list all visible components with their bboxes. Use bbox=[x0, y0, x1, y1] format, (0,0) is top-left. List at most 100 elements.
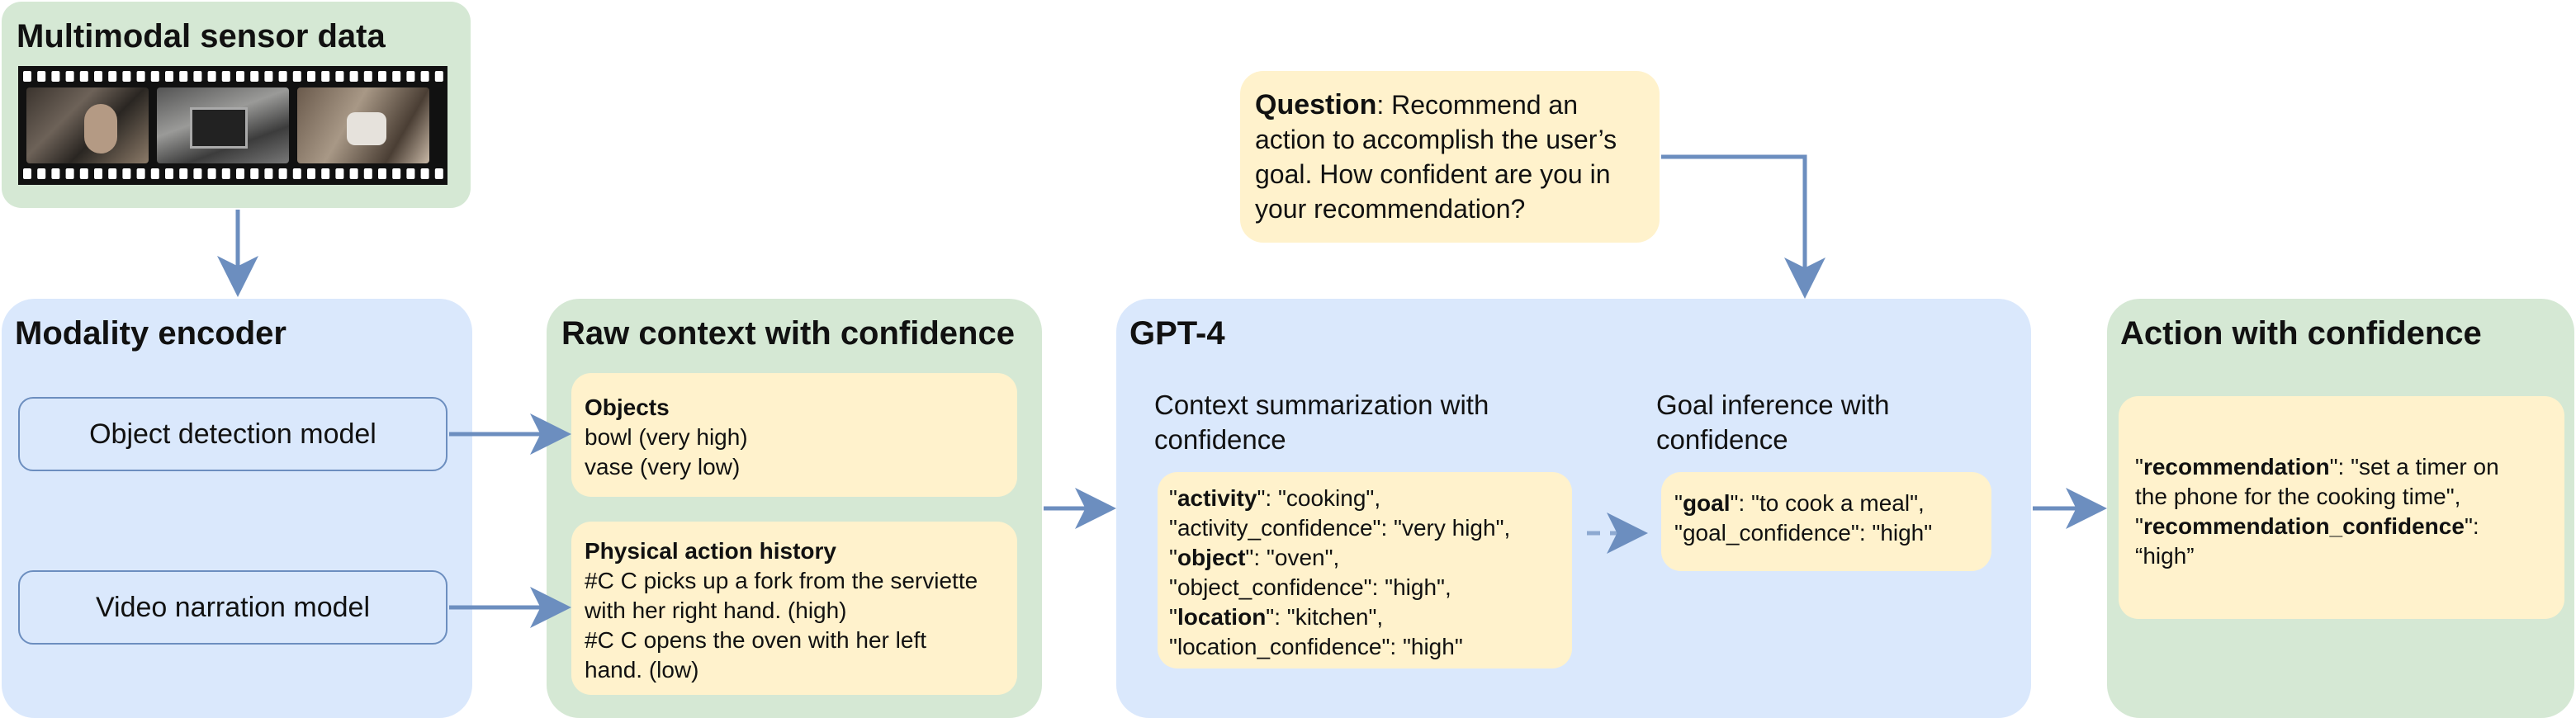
ctx-line-1: "activity": "cooking", bbox=[1169, 485, 1381, 511]
sprocket-hole bbox=[136, 168, 145, 179]
sprocket-hole bbox=[51, 168, 60, 179]
video-narration-model: Video narration model bbox=[18, 570, 447, 645]
sprocket-hole bbox=[51, 71, 60, 82]
objects-heading: Objects bbox=[585, 394, 670, 420]
action-history-box: Physical action history #C C picks up a … bbox=[571, 522, 1017, 695]
sprocket-hole bbox=[406, 71, 415, 82]
context-summary-box: "activity": "cooking", "activity_confide… bbox=[1158, 472, 1572, 668]
object-detection-model: Object detection model bbox=[18, 397, 447, 471]
sprocket-hole bbox=[221, 168, 230, 179]
sprocket-hole bbox=[108, 168, 117, 179]
sprocket-hole bbox=[179, 168, 188, 179]
sprocket-hole bbox=[378, 71, 386, 82]
action-title: Action with confidence bbox=[2120, 315, 2482, 352]
sprocket-hole bbox=[79, 168, 88, 179]
sprocket-hole bbox=[292, 168, 301, 179]
sensor-title: Multimodal sensor data bbox=[17, 18, 386, 54]
sprocket-hole bbox=[37, 71, 46, 82]
sprocket-hole bbox=[122, 71, 131, 82]
recommendation-box: "recommendation": "set a timer on the ph… bbox=[2119, 396, 2564, 619]
sprocket-hole bbox=[349, 71, 358, 82]
ctx-line-6: "location_confidence": "high" bbox=[1169, 634, 1463, 659]
sprocket-hole bbox=[150, 168, 159, 179]
sprocket-hole bbox=[150, 71, 159, 82]
sprocket-hole bbox=[378, 168, 386, 179]
sprocket-hole bbox=[335, 71, 344, 82]
rec-line-3: "recommendation_confidence": bbox=[2135, 513, 2479, 539]
rec-line-4: “high” bbox=[2135, 543, 2195, 569]
sprocket-hole bbox=[37, 168, 46, 179]
arrow-question-to-gpt4 bbox=[1661, 154, 1825, 299]
history-line-4: hand. (low) bbox=[585, 657, 699, 683]
objects-line-1: bowl (very high) bbox=[585, 424, 748, 450]
sprocket-hole bbox=[236, 71, 244, 82]
ctx-line-4: "object_confidence": "high", bbox=[1169, 574, 1451, 600]
sprocket-hole bbox=[94, 168, 102, 179]
objects-box: Objects bowl (very high) vase (very low) bbox=[571, 373, 1017, 497]
sprocket-hole bbox=[108, 71, 117, 82]
goal-inference-title: Goal inference with confidence bbox=[1656, 390, 1890, 455]
sprocket-hole bbox=[420, 71, 429, 82]
history-line-2: with her right hand. (high) bbox=[585, 598, 847, 623]
goal-line-1: "goal": "to cook a meal", bbox=[1674, 490, 1925, 516]
sprocket-hole bbox=[307, 71, 315, 82]
question-box: Question: Recommend an action to accompl… bbox=[1240, 71, 1660, 243]
encoder-title: Modality encoder bbox=[15, 315, 286, 352]
sprocket-hole bbox=[406, 168, 415, 179]
sprocket-hole bbox=[278, 168, 287, 179]
goal-line-2: "goal_confidence": "high" bbox=[1674, 520, 1933, 546]
sprocket-hole bbox=[434, 71, 443, 82]
question-line-1: : Recommend an bbox=[1376, 90, 1579, 120]
film-strip bbox=[18, 66, 447, 185]
sprocket-hole bbox=[65, 168, 74, 179]
question-line-2: action to accomplish the user’s bbox=[1255, 125, 1617, 154]
gpt4-title: GPT-4 bbox=[1129, 315, 1225, 352]
ctx-line-2: "activity_confidence": "very high", bbox=[1169, 515, 1511, 541]
sprocket-hole bbox=[278, 71, 287, 82]
history-line-1: #C C picks up a fork from the serviette bbox=[585, 568, 978, 593]
sprocket-hole bbox=[94, 71, 102, 82]
sprocket-hole bbox=[65, 71, 74, 82]
sprocket-hole bbox=[420, 168, 429, 179]
film-sprockets bbox=[23, 71, 443, 179]
history-heading: Physical action history bbox=[585, 538, 836, 564]
ctx-line-3: "object": "oven", bbox=[1169, 545, 1340, 570]
sprocket-hole bbox=[392, 71, 401, 82]
sensor-panel: Multimodal sensor data bbox=[2, 2, 471, 208]
sprocket-hole bbox=[179, 71, 188, 82]
sprocket-hole bbox=[264, 71, 273, 82]
video-frame-2 bbox=[157, 87, 289, 163]
sprocket-hole bbox=[207, 71, 216, 82]
goal-box: "goal": "to cook a meal", "goal_confiden… bbox=[1661, 472, 1991, 571]
question-line-4: your recommendation? bbox=[1255, 194, 1526, 224]
sprocket-hole bbox=[363, 168, 372, 179]
sprocket-hole bbox=[264, 168, 273, 179]
rec-line-1: "recommendation": "set a timer on bbox=[2135, 454, 2499, 479]
sprocket-hole bbox=[349, 168, 358, 179]
sprocket-hole bbox=[236, 168, 244, 179]
history-line-3: #C C opens the oven with her left bbox=[585, 627, 927, 653]
encoder-panel: Modality encoder bbox=[2, 299, 472, 718]
sprocket-hole bbox=[307, 168, 315, 179]
sprocket-hole bbox=[321, 71, 330, 82]
sprocket-hole bbox=[23, 168, 31, 179]
sprocket-hole bbox=[136, 71, 145, 82]
sprocket-hole bbox=[23, 71, 31, 82]
sprocket-hole bbox=[292, 71, 301, 82]
sprocket-hole bbox=[221, 71, 230, 82]
sprocket-hole bbox=[207, 168, 216, 179]
question-label: Question bbox=[1255, 89, 1377, 120]
video-frame-3 bbox=[297, 87, 429, 163]
sprocket-hole bbox=[193, 71, 202, 82]
sprocket-hole bbox=[122, 168, 131, 179]
sprocket-hole bbox=[335, 168, 344, 179]
sprocket-hole bbox=[392, 168, 401, 179]
sprocket-hole bbox=[165, 71, 173, 82]
video-frame-1 bbox=[26, 87, 149, 163]
sprocket-hole bbox=[250, 71, 259, 82]
question-line-3: goal. How confident are you in bbox=[1255, 159, 1611, 189]
sprocket-hole bbox=[250, 168, 259, 179]
sprocket-hole bbox=[79, 71, 88, 82]
sprocket-hole bbox=[193, 168, 202, 179]
